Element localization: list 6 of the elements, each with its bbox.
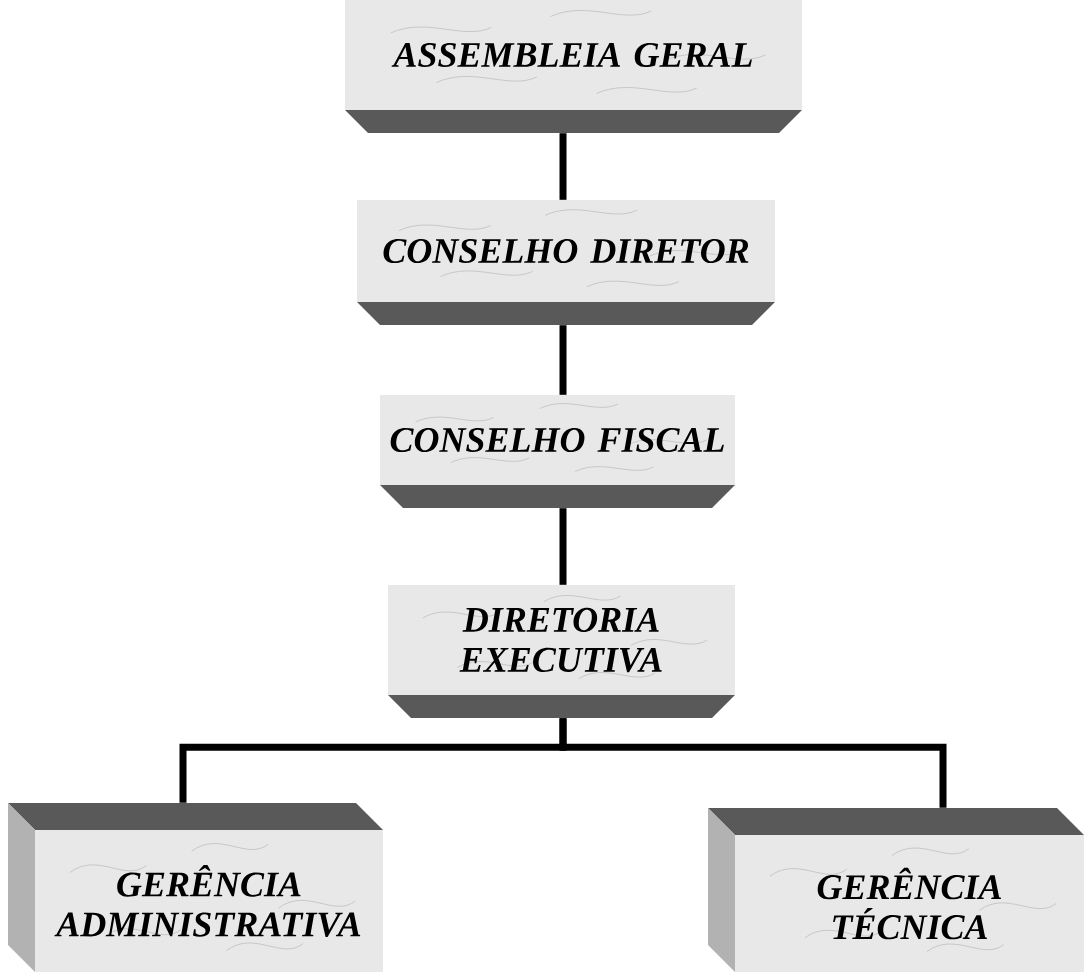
marble-box: DIRETORIA EXECUTIVA [388,585,735,718]
marble-box: CONSELHO DIRETOR [357,200,775,325]
marble-box: GERÊNCIA ADMINISTRATIVA [8,803,383,972]
marble-box: CONSELHO FISCAL [380,395,735,508]
marble-box: ASSEMBLEIA GERAL [345,0,802,133]
marble-box: GERÊNCIA TÉCNICA [708,808,1084,972]
